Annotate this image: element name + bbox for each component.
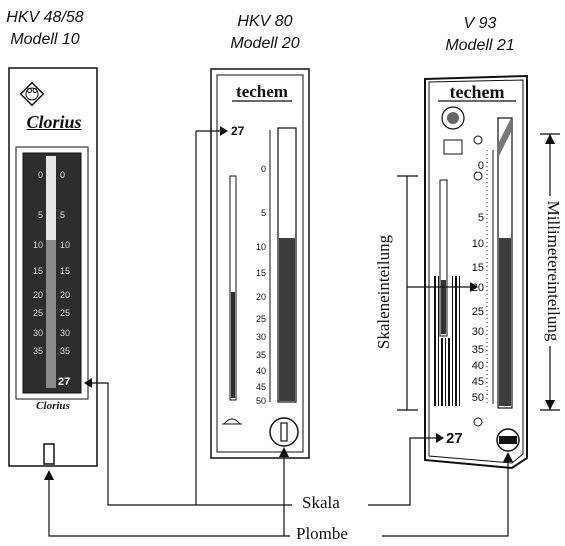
tick-label: 30 (471, 326, 484, 338)
device2-name: HKV 80 (237, 13, 293, 30)
tick-label: 20 (471, 282, 484, 294)
device1-model: Modell 10 (10, 31, 80, 48)
barcode-icon (434, 276, 460, 406)
tick-label: 35 (60, 346, 71, 356)
tick-label: 10 (471, 238, 484, 250)
tick-label: 25 (60, 308, 71, 318)
tick-label: 5 (260, 208, 266, 218)
device3-name: V 93 (463, 15, 497, 32)
device2-model: Modell 20 (230, 35, 300, 52)
device1-bottom-brand: Clorius (36, 400, 70, 412)
tick-label: 5 (60, 210, 66, 220)
tick-label: 50 (471, 392, 484, 404)
tick-label: 5 (477, 212, 484, 224)
skala-leader-lines (92, 130, 436, 506)
tick-label: 0 (37, 170, 43, 180)
tick-label: 20 (32, 290, 43, 300)
tick-label: 15 (471, 262, 484, 274)
device1-logo-text: OC (26, 88, 38, 95)
device2-marker-arrow (220, 126, 228, 136)
tick-label: 35 (471, 344, 484, 356)
tick-label: 30 (32, 328, 43, 338)
device3-marker-arrow (436, 433, 444, 443)
tick-label: 0 (477, 160, 484, 172)
tick-label: 10 (255, 242, 266, 252)
device1-name: HKV 48/58 (6, 9, 84, 26)
tick-label: 25 (255, 314, 266, 324)
device2-brand: techem (236, 82, 288, 101)
tick-label: 15 (60, 266, 71, 276)
certificate-icon (443, 139, 463, 155)
tick-label: 45 (255, 382, 266, 392)
device2-marker-label: 27 (231, 124, 245, 138)
millimetereinteilung-label: Millimetereinteilung (543, 196, 563, 346)
tick-label: 40 (471, 360, 484, 372)
plombe-leader-lines (48, 455, 509, 537)
oc-logo-icon (19, 81, 45, 107)
tick-label: 10 (60, 240, 71, 250)
tick-label: 50 (255, 396, 266, 406)
tick-label: 10 (32, 240, 43, 250)
device3-brand: techem (449, 82, 505, 102)
skaleneinteilung-bracket (397, 175, 478, 411)
device3-body (424, 74, 528, 470)
device1-marker-label: 27 (58, 376, 71, 388)
plombe-label: Plombe (296, 524, 348, 543)
device1-script-brand: Clorius (26, 112, 82, 132)
tick-label: 20 (255, 292, 266, 302)
device1-marker-arrow (84, 378, 92, 388)
device1-seal (43, 443, 55, 465)
skala-label: Skala (302, 493, 340, 512)
tick-label: 30 (255, 332, 266, 342)
device1-body (8, 67, 98, 467)
tick-label: 30 (60, 328, 71, 338)
device2-body (210, 68, 310, 459)
tick-label: 0 (260, 164, 266, 174)
device3-model: Modell 21 (445, 37, 515, 54)
skaleneinteilung-label: Skaleneinteilung (374, 234, 393, 350)
tick-label: 20 (60, 290, 71, 300)
device3-marker-label: 27 (446, 430, 463, 447)
tick-label: 35 (32, 346, 43, 356)
tick-label: 15 (32, 266, 43, 276)
tick-label: 35 (255, 350, 266, 360)
tick-label: 25 (471, 306, 484, 318)
tick-label: 25 (32, 308, 43, 318)
tick-label: 15 (255, 268, 266, 278)
tick-label: 5 (37, 210, 43, 220)
tick-label: 40 (255, 366, 266, 376)
tick-label: 45 (471, 376, 484, 388)
tick-label: 0 (60, 170, 66, 180)
